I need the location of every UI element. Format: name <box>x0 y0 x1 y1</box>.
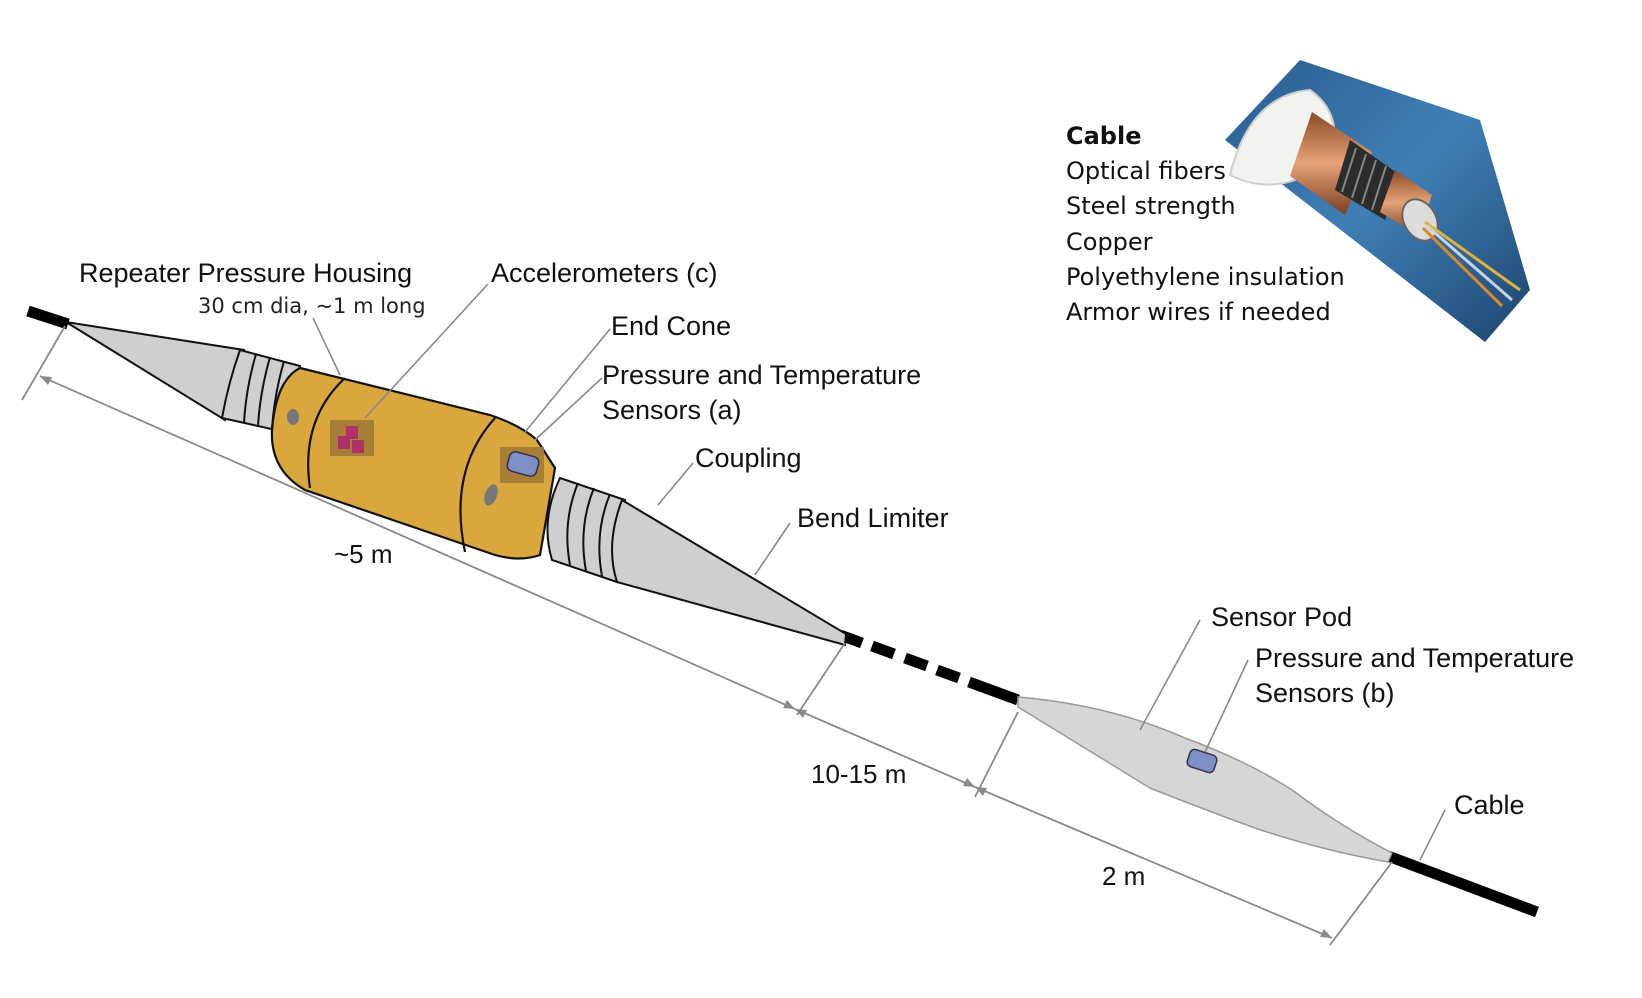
pt-sensor-b-marker <box>1186 748 1218 774</box>
dimension-lines <box>21 325 1393 946</box>
right-coupling <box>546 476 627 584</box>
repeater-length-label: ~5 m <box>334 539 393 569</box>
repeater-housing-label: Repeater Pressure Housing <box>79 258 412 288</box>
leader-lines <box>312 283 1446 861</box>
pod-length-label: 2 m <box>1102 861 1145 891</box>
pt-sensors-b-label-line1: Pressure and Temperature <box>1255 643 1574 673</box>
sensor-pod <box>1017 696 1393 863</box>
accelerometers-label: Accelerometers (c) <box>491 258 718 288</box>
cable-photo <box>1225 60 1530 342</box>
repeater-dims-label: 30 cm dia, ~1 m long <box>198 294 426 318</box>
accelerometer-marker <box>330 420 374 456</box>
right-bend-limiter <box>611 498 848 647</box>
pt-sensor-a-marker <box>500 447 544 483</box>
cable-inset-title: Cable <box>1066 122 1142 150</box>
cable-label: Cable <box>1454 790 1525 820</box>
cable-layer-item: Armor wires if needed <box>1066 298 1331 326</box>
cable-layer-item: Copper <box>1066 228 1153 256</box>
sensor-pod-label: Sensor Pod <box>1211 602 1352 632</box>
cable-inset-text: Cable Optical fibers Steel strength Copp… <box>1066 122 1345 326</box>
cable-layer-item: Steel strength <box>1066 192 1236 220</box>
pt-sensors-a-label-line2: Sensors (a) <box>602 395 742 425</box>
dashed-cable-gap <box>838 629 1020 706</box>
cable-layer-item: Polyethylene insulation <box>1066 263 1345 291</box>
end-cone-label: End Cone <box>611 311 731 341</box>
cable-layer-item: Optical fibers <box>1066 157 1226 185</box>
bend-limiter-label: Bend Limiter <box>797 503 949 533</box>
coupling-label: Coupling <box>695 443 802 473</box>
repeater-housing <box>270 366 557 560</box>
spacing-label: 10-15 m <box>811 759 906 789</box>
left-bend-limiter <box>65 321 302 434</box>
pt-sensors-a-label-line1: Pressure and Temperature <box>602 360 921 390</box>
pt-sensors-b-label-line2: Sensors (b) <box>1255 678 1395 708</box>
